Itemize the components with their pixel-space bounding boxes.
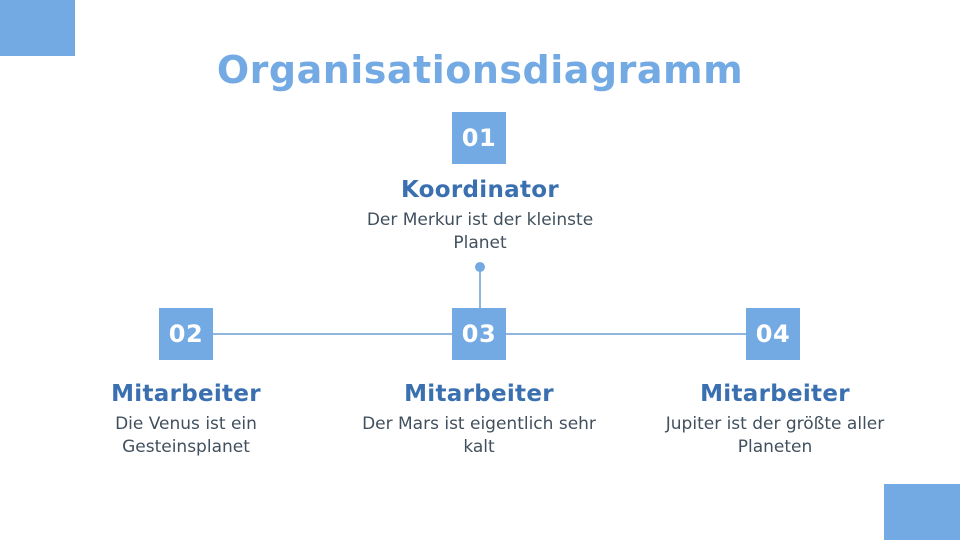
slide-title: Organisationsdiagramm — [216, 48, 744, 92]
node-body-03: Der Mars ist eigentlich sehr kalt — [362, 413, 596, 457]
node-number-badge-02[interactable]: 02 — [159, 308, 213, 360]
node-body-02: Die Venus ist ein Gesteinsplanet — [115, 413, 257, 457]
org-node-02: Mitarbeiter Die Venus ist ein Gesteinspl… — [56, 380, 316, 459]
node-number-badge-03[interactable]: 03 — [452, 308, 506, 360]
node-number-badge-01[interactable]: 01 — [452, 112, 506, 164]
node-body-04: Jupiter ist der größte aller Planeten — [665, 413, 885, 457]
org-node-01: Koordinator Der Merkur ist der kleinste … — [346, 176, 614, 255]
vertical-connector-line — [479, 266, 481, 312]
decorative-rectangle-top-left — [0, 0, 75, 56]
node-body-01: Der Merkur ist der kleinste Planet — [366, 209, 594, 253]
org-node-04: Mitarbeiter Jupiter ist der größte aller… — [645, 380, 905, 459]
node-number-badge-04[interactable]: 04 — [746, 308, 800, 360]
node-heading-04: Mitarbeiter — [700, 381, 850, 407]
node-heading-03: Mitarbeiter — [404, 381, 554, 407]
org-node-03: Mitarbeiter Der Mars ist eigentlich sehr… — [349, 380, 609, 459]
node-heading-02: Mitarbeiter — [111, 381, 261, 407]
decorative-rectangle-bottom-right — [884, 484, 960, 540]
connector-dot-marker — [475, 262, 485, 272]
node-heading-01: Koordinator — [400, 177, 560, 203]
